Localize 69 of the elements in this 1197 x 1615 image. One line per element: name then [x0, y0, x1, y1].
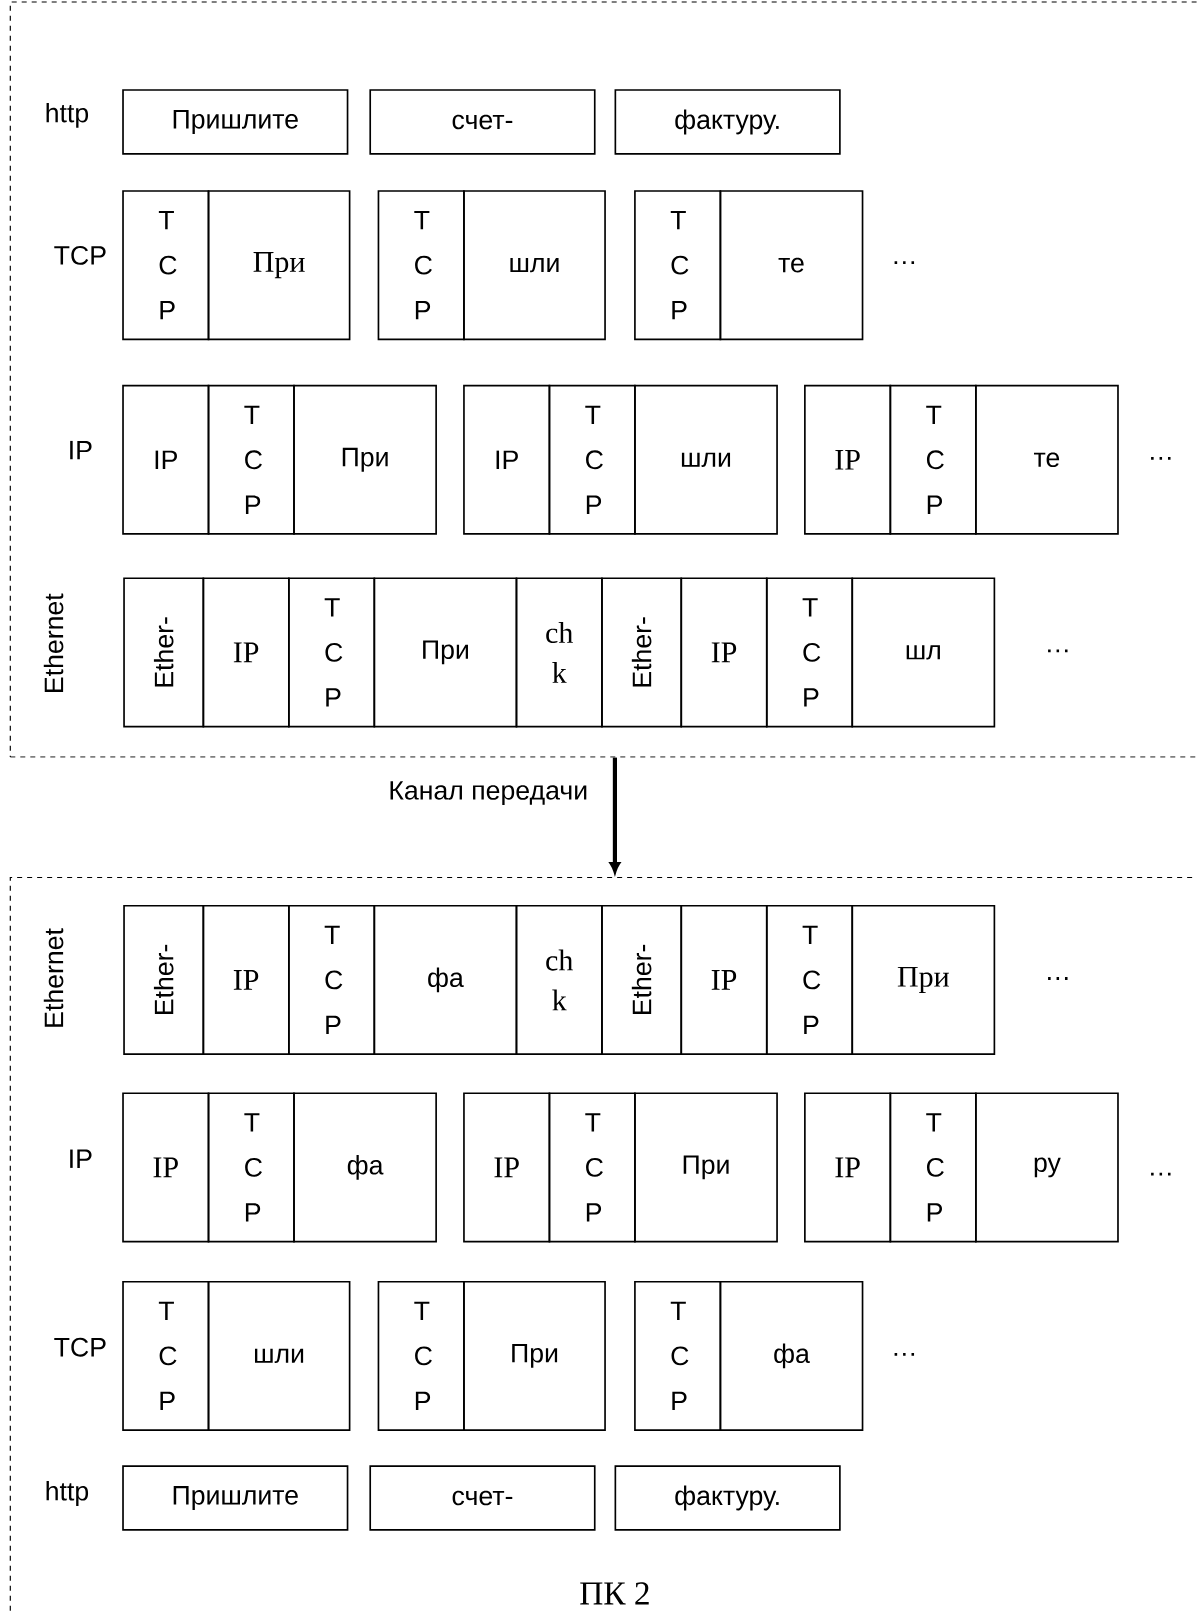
- packet-field: T C P: [288, 904, 376, 1055]
- packet-field: IP: [202, 577, 290, 728]
- packet-field: При: [463, 1280, 606, 1431]
- packet-field: ру: [975, 1092, 1119, 1243]
- dashed-frame: [9, 1, 1197, 758]
- packet-field: T C P: [207, 1092, 295, 1243]
- packet-field: T C P: [377, 1280, 465, 1431]
- packet-field: При: [634, 1092, 778, 1243]
- packet-field: IP: [202, 904, 290, 1055]
- packet-field: T C P: [122, 1280, 210, 1431]
- packet-field: шл: [851, 577, 996, 728]
- packet-field: При: [373, 577, 518, 728]
- packet-field: IP: [804, 1092, 892, 1243]
- packet-field: шли: [634, 384, 778, 535]
- ellipsis: …: [1151, 456, 1171, 460]
- packet-field: T C P: [377, 190, 465, 341]
- packet-field: ch k: [515, 577, 603, 728]
- layer-label: Ethernet: [43, 593, 64, 692]
- packet-field: IP: [122, 384, 210, 535]
- layer-label: http: [46, 1481, 89, 1506]
- ellipsis: …: [1048, 649, 1068, 653]
- arrow: [609, 757, 621, 874]
- message-box: счет-: [369, 89, 596, 155]
- packet-field: фа: [293, 1092, 438, 1243]
- ellipsis: …: [894, 261, 915, 265]
- message-box: фактуру.: [614, 89, 841, 155]
- packet-field: T C P: [122, 190, 210, 341]
- packet-field: T C P: [766, 577, 854, 728]
- packet-field: шли: [463, 190, 606, 341]
- packet-field: T C P: [634, 1280, 722, 1431]
- layer-label: IP: [70, 440, 92, 460]
- layer-label: IP: [70, 1149, 92, 1168]
- message-box: счет-: [369, 1465, 596, 1531]
- packet-field: IP: [463, 384, 551, 535]
- message-box: фактуру.: [614, 1465, 841, 1531]
- packet-field: IP: [680, 577, 768, 728]
- packet-field: T C P: [766, 904, 854, 1055]
- packet-field: ch k: [515, 904, 603, 1055]
- edge-label: Канал передачи: [379, 772, 598, 814]
- message-box: Пришлите: [122, 1465, 349, 1531]
- packet-field: T C P: [548, 1092, 636, 1243]
- packet-field: Ether-: [123, 904, 205, 1055]
- message-box: Пришлите: [122, 89, 349, 155]
- packet-field: T C P: [634, 190, 722, 341]
- ellipsis: …: [1048, 977, 1068, 980]
- packet-field: При: [207, 190, 351, 341]
- ellipsis: …: [1151, 1172, 1171, 1176]
- packet-field: T C P: [548, 384, 636, 535]
- packet-field: те: [975, 384, 1119, 535]
- packet-field: IP: [122, 1092, 210, 1243]
- packet-field: IP: [804, 384, 892, 535]
- ellipsis: …: [894, 1353, 915, 1356]
- packet-field: Ether-: [601, 904, 683, 1055]
- packet-field: IP: [680, 904, 768, 1055]
- packet-field: Ether-: [123, 577, 205, 728]
- packet-field: При: [851, 904, 996, 1055]
- layer-label: http: [46, 102, 89, 128]
- packet-field: T C P: [889, 1092, 977, 1243]
- packet-field: шли: [207, 1280, 351, 1431]
- layer-label: Ethernet: [43, 928, 64, 1027]
- packet-field: T C P: [889, 384, 977, 535]
- packet-field: фа: [373, 904, 518, 1055]
- packet-field: T C P: [207, 384, 295, 535]
- packet-field: те: [719, 190, 864, 341]
- packet-field: Ether-: [601, 577, 683, 728]
- packet-field: фа: [719, 1280, 864, 1431]
- packet-field: IP: [463, 1092, 551, 1243]
- packet-field: При: [293, 384, 438, 535]
- packet-field: T C P: [288, 577, 376, 728]
